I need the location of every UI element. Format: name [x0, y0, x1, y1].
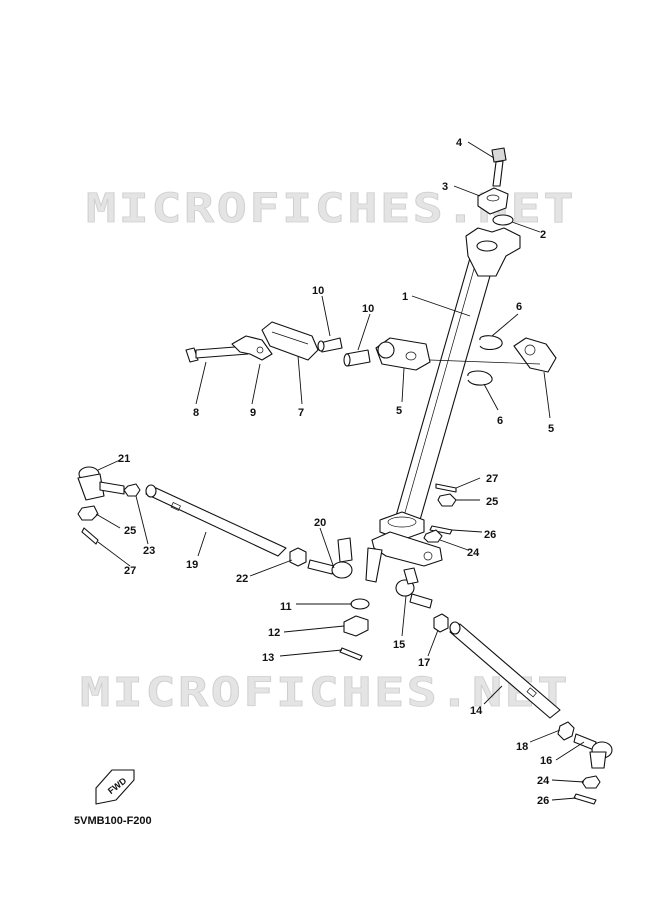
- nut-12: [343, 615, 369, 637]
- callout-26-top: 26: [484, 529, 496, 541]
- tie-rod-end-21: [77, 466, 125, 501]
- clamp-3: [477, 187, 509, 215]
- nut-23: [123, 483, 141, 497]
- callout-labels: 4 3 2 1 6 6 5 5 10 10 8 9 7 21 27 25 26 …: [118, 137, 554, 807]
- callout-17: 17: [418, 657, 430, 669]
- bracket-7: [261, 321, 319, 361]
- callout-10-a: 10: [312, 285, 324, 297]
- castle-nut-25-right: [437, 493, 457, 507]
- tie-rod-19: [145, 484, 287, 557]
- cotter-pin-13: [339, 647, 363, 661]
- bracket-9: [231, 335, 273, 361]
- tie-rod-end-16: [573, 733, 613, 769]
- bolt-4: [491, 147, 507, 187]
- callout-26-bottom: 26: [537, 795, 549, 807]
- washer-2: [492, 214, 514, 226]
- cotter-pin-27-right: [435, 483, 457, 493]
- callout-7: 7: [298, 407, 304, 419]
- fwd-arrow: FWD: [95, 769, 135, 805]
- callout-9: 9: [250, 407, 256, 419]
- collar-10-b: [343, 349, 371, 367]
- callout-27-right: 27: [486, 473, 498, 485]
- washer-11: [350, 598, 370, 610]
- callout-25-right: 25: [486, 496, 498, 508]
- circlip-6-bottom: [467, 370, 493, 386]
- ball-joint-15: [395, 567, 433, 609]
- callout-3: 3: [442, 181, 448, 193]
- callout-5-right: 5: [548, 423, 554, 435]
- callout-2: 2: [540, 229, 546, 241]
- leader-lines: [95, 141, 585, 801]
- bolt-8: [185, 345, 249, 363]
- castle-nut-25-left: [77, 505, 99, 521]
- callout-14: 14: [470, 705, 483, 717]
- cotter-pin-26-left: [429, 525, 453, 535]
- castle-nut-24-right: [581, 775, 601, 789]
- callout-10-b: 10: [362, 303, 374, 315]
- circlip-6-top: [479, 335, 503, 351]
- holder-5-right: [513, 337, 557, 373]
- cotter-pin-26-right: [573, 793, 597, 805]
- nut-18: [557, 721, 575, 741]
- callout-16: 16: [540, 755, 552, 767]
- watermark-bottom: MICROFICHES.NET: [80, 670, 570, 716]
- callout-19: 19: [186, 559, 198, 571]
- callout-12: 12: [268, 627, 280, 639]
- callout-27-left: 27: [124, 565, 136, 577]
- callout-22: 22: [236, 573, 248, 585]
- diagram-code: 5VMB100-F200: [74, 815, 152, 827]
- callout-25-left: 25: [124, 525, 136, 537]
- callout-6-top: 6: [516, 301, 522, 313]
- nut-22: [289, 547, 307, 567]
- callout-18: 18: [516, 741, 528, 753]
- callout-5-left: 5: [396, 405, 402, 417]
- callout-15: 15: [393, 639, 405, 651]
- callout-11: 11: [280, 601, 292, 613]
- callout-8: 8: [193, 407, 199, 419]
- callout-21: 21: [118, 453, 130, 465]
- collar-10-a: [317, 337, 343, 353]
- callout-24-bottom: 24: [537, 775, 550, 787]
- callout-20: 20: [314, 517, 326, 529]
- nut-17: [433, 613, 449, 633]
- callout-24-top: 24: [467, 547, 480, 559]
- callout-1: 1: [402, 291, 408, 303]
- callout-4: 4: [456, 137, 463, 149]
- ball-joint-20: [307, 537, 353, 579]
- callout-13: 13: [262, 652, 274, 664]
- callout-23: 23: [143, 545, 155, 557]
- steering-column: [365, 227, 521, 583]
- tie-rod-14: [449, 621, 561, 719]
- callout-6-bottom: 6: [497, 415, 503, 427]
- castle-nut-24-left: [423, 529, 443, 543]
- cotter-pin-27-left: [81, 527, 99, 545]
- holder-5-left: [375, 337, 431, 371]
